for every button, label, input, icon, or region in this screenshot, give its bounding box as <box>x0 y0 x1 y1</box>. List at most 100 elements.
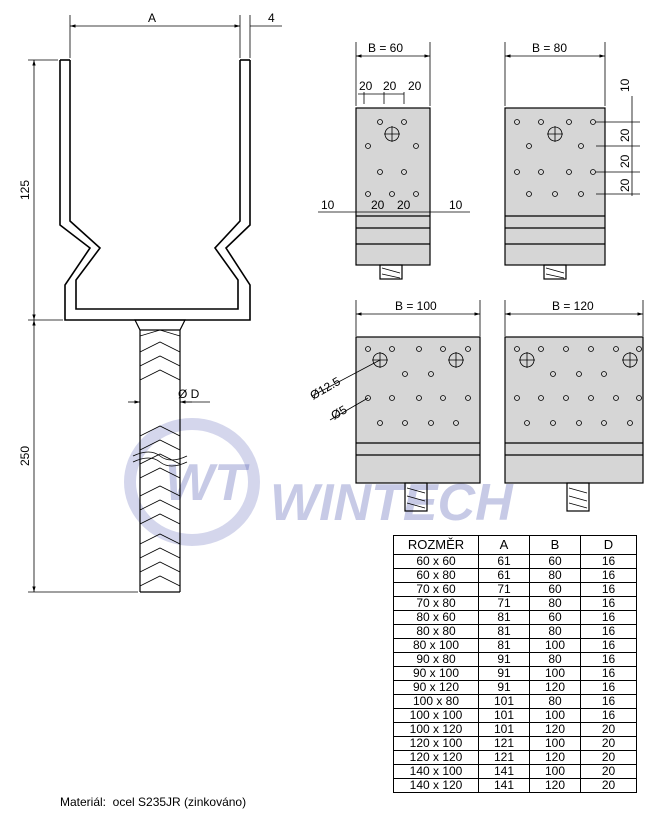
table-cell: 61 <box>478 568 530 583</box>
dim-a-label: A <box>148 11 156 25</box>
table-cell: 60 <box>529 582 581 597</box>
table-cell: 80 x 100 <box>393 638 479 653</box>
plate-b80-label: B = 80 <box>532 41 567 55</box>
table-cell: 120 x 120 <box>393 750 479 765</box>
table-cell: 16 <box>580 694 637 709</box>
table-cell: 16 <box>580 596 637 611</box>
table-cell: 20 <box>580 736 637 751</box>
b60-dim-mid-1: 20 <box>371 198 385 212</box>
table-cell: 71 <box>478 596 530 611</box>
plate-b60 <box>355 107 431 266</box>
table-cell: 100 x 120 <box>393 722 479 737</box>
table-cell: 101 <box>478 708 530 723</box>
table-header-cell: A <box>478 535 530 555</box>
table-cell: 16 <box>580 666 637 681</box>
table-cell: 121 <box>478 750 530 765</box>
dim-thickness-label: 4 <box>268 11 275 25</box>
table-cell: 100 <box>529 638 581 653</box>
plate-b80-holes <box>514 119 596 197</box>
material-note: Materiál: ocel S235JR (zinkováno) <box>60 795 247 809</box>
table-cell: 16 <box>580 708 637 723</box>
plate-view-b100: B = 100 Ø12.5 Ø5 <box>308 299 481 512</box>
table-header-cell: B <box>529 535 581 555</box>
bracket-outer-outline <box>59 60 251 321</box>
table-cell: 16 <box>580 568 637 583</box>
b60-dim-mid-2: 20 <box>397 198 411 212</box>
table-cell: 16 <box>580 610 637 625</box>
b60-dim-spacing-2: 20 <box>383 79 397 93</box>
plate-b60-label: B = 60 <box>368 41 403 55</box>
plate-b120 <box>504 336 644 484</box>
weld-block <box>134 319 186 331</box>
b60-dim-edge-left: 10 <box>321 198 335 212</box>
b80-dim-spacing-3: 20 <box>618 178 632 192</box>
table-cell: 70 x 80 <box>393 596 479 611</box>
table-cell: 91 <box>478 666 530 681</box>
table-cell: 16 <box>580 582 637 597</box>
plate-b100-label: B = 100 <box>395 299 437 313</box>
dim-height-125: 125 <box>18 180 32 200</box>
table-cell: 20 <box>580 778 637 793</box>
b80-dim-spacing-2: 20 <box>618 154 632 168</box>
table-cell: 140 x 100 <box>393 764 479 779</box>
table-cell: 141 <box>478 764 530 779</box>
table-cell: 70 x 60 <box>393 582 479 597</box>
side-view: A 4 125 250 Ø D <box>18 11 282 593</box>
table-cell: 100 <box>529 736 581 751</box>
b80-dim-edge: 10 <box>618 78 632 92</box>
table-cell: 20 <box>580 750 637 765</box>
table-cell: 16 <box>580 680 637 695</box>
plate-view-b60: B = 60 20 20 20 10 20 20 10 <box>318 41 470 280</box>
table-cell: 120 <box>529 722 581 737</box>
table-cell: 91 <box>478 680 530 695</box>
plate-b60-holes <box>365 119 419 197</box>
table-cell: 81 <box>478 638 530 653</box>
table-cell: 80 x 60 <box>393 610 479 625</box>
watermark-logo-icon <box>124 418 260 546</box>
table-cell: 71 <box>478 582 530 597</box>
table-cell: 60 x 60 <box>393 554 479 569</box>
table-cell: 20 <box>580 764 637 779</box>
b80-dim-spacing-1: 20 <box>618 128 632 142</box>
table-cell: 100 x 100 <box>393 708 479 723</box>
table-cell: 16 <box>580 652 637 667</box>
table-cell: 90 x 100 <box>393 666 479 681</box>
table-header-row: ROZMĚR A B D <box>393 535 637 555</box>
table-cell: 16 <box>580 624 637 639</box>
table-cell: 120 x 100 <box>393 736 479 751</box>
table-cell: 81 <box>478 610 530 625</box>
table-cell: 120 <box>529 778 581 793</box>
b60-dim-spacing-1: 20 <box>359 79 373 93</box>
table-cell: 120 <box>529 750 581 765</box>
table-cell: 60 x 80 <box>393 568 479 583</box>
table-cell: 80 <box>529 652 581 667</box>
table-cell: 120 <box>529 680 581 695</box>
plate-view-b80: B = 80 10 20 20 20 <box>504 41 640 280</box>
table-cell: 20 <box>580 722 637 737</box>
table-cell: 91 <box>478 652 530 667</box>
bracket-inner-outline <box>69 60 241 310</box>
plate-b100 <box>355 336 481 484</box>
table-cell: 90 x 120 <box>393 680 479 695</box>
plate-b120-holes <box>514 346 642 426</box>
watermark: WT WINTECH <box>124 418 514 546</box>
table-cell: 101 <box>478 694 530 709</box>
table-cell: 80 <box>529 694 581 709</box>
hole-large-label: Ø12.5 <box>308 374 344 403</box>
plate-view-b120: B = 120 <box>504 299 644 512</box>
